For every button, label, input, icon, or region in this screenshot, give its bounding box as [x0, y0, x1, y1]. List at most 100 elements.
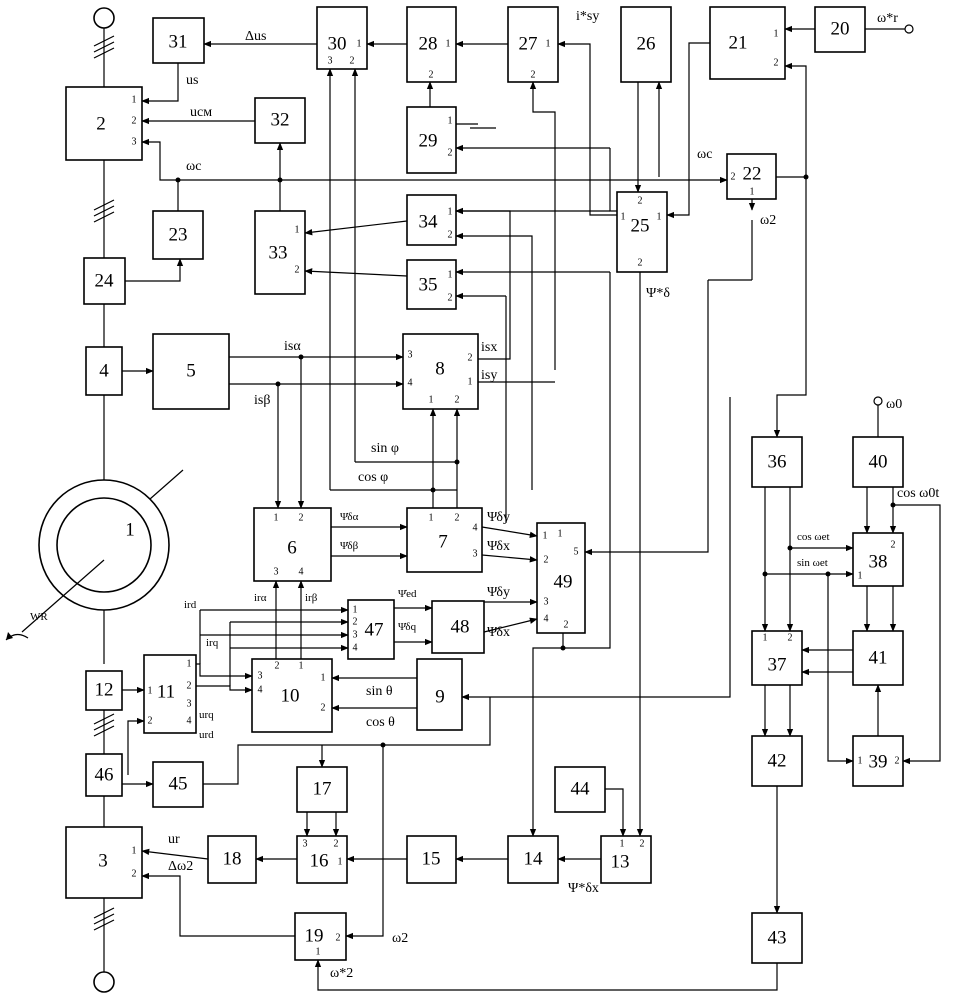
svg-text:1: 1 [429, 395, 434, 406]
svg-text:4: 4 [258, 685, 263, 696]
isx-label: isx [481, 340, 497, 355]
svg-text:49: 49 [554, 572, 573, 593]
svg-text:2: 2 [455, 395, 460, 406]
cos-w0t-label: cos ω0t [897, 486, 939, 501]
svg-text:38: 38 [869, 552, 888, 573]
svg-text:5: 5 [574, 547, 579, 558]
svg-text:39: 39 [869, 752, 888, 773]
block-17: 17 [297, 767, 347, 812]
svg-text:1: 1 [429, 513, 434, 524]
block-2: 2 123 [66, 87, 142, 160]
block-37: 37 1 2 [752, 631, 802, 685]
irq-label: irq [206, 637, 219, 649]
svg-text:2: 2 [448, 230, 453, 241]
svg-text:16: 16 [310, 851, 329, 872]
svg-text:1: 1 [657, 212, 662, 223]
svg-text:1: 1 [858, 756, 863, 767]
svg-text:1: 1 [446, 39, 451, 50]
svg-text:12: 12 [95, 680, 114, 701]
svg-text:1: 1 [543, 531, 548, 542]
svg-text:37: 37 [768, 655, 787, 676]
svg-text:1: 1 [558, 529, 563, 540]
sin-phi-label: sin φ [371, 441, 399, 456]
svg-text:47: 47 [365, 620, 384, 641]
svg-text:2: 2 [448, 148, 453, 159]
svg-text:2: 2 [638, 196, 643, 207]
svg-text:46: 46 [95, 765, 114, 786]
block-7: 7 1243 [407, 508, 482, 572]
svg-text:22: 22 [743, 164, 762, 185]
psi-dx-label-48: Ψδx [487, 625, 510, 640]
svg-text:1: 1 [448, 116, 453, 127]
svg-text:1: 1 [448, 207, 453, 218]
svg-text:1: 1 [295, 225, 300, 236]
cos-phi-label: cos φ [358, 470, 388, 485]
top-terminal-icon [94, 8, 114, 28]
block-20: 20 [815, 7, 865, 52]
svg-text:1: 1 [338, 857, 343, 868]
cos-theta-label: cos θ [366, 715, 395, 730]
psi-dot-alpha-label: Ψ̇δα [340, 511, 359, 523]
svg-text:2: 2 [788, 633, 793, 644]
delta-omega2-label: Δω2 [168, 859, 193, 874]
svg-text:48: 48 [451, 617, 470, 638]
block-19: 19 21 [295, 913, 346, 960]
block-24: 24 [84, 258, 125, 304]
block-15: 15 [407, 836, 456, 883]
svg-text:14: 14 [524, 849, 544, 870]
omega-0-label: ω0 [886, 397, 902, 412]
svg-text:2: 2 [334, 839, 339, 850]
block-27: 27 12 [508, 7, 558, 82]
svg-text:4: 4 [408, 378, 413, 389]
cos-wet-label: cos ωet [797, 531, 830, 543]
isa-label: isα [284, 339, 301, 354]
svg-text:13: 13 [611, 852, 630, 873]
block-34: 34 12 [407, 195, 456, 245]
svg-text:24: 24 [95, 271, 115, 292]
svg-text:42: 42 [768, 751, 787, 772]
svg-text:2: 2 [321, 703, 326, 714]
svg-text:2: 2 [891, 540, 896, 551]
block-48: 48 [432, 601, 484, 653]
psi-dy-label-7: Ψδy [487, 510, 510, 525]
svg-text:9: 9 [435, 687, 445, 708]
svg-text:36: 36 [768, 452, 787, 473]
block-21: 21 12 [710, 7, 785, 79]
block-4: 4 [86, 347, 122, 395]
svg-text:18: 18 [223, 849, 242, 870]
svg-text:1: 1 [274, 513, 279, 524]
svg-text:1: 1 [858, 571, 863, 582]
block-1-label: 1 [125, 520, 135, 541]
wr-label: WR [30, 611, 48, 623]
block-12: 12 [86, 671, 122, 710]
omega-r-ref-label: ω*r [877, 11, 898, 26]
block-31: 31 [153, 18, 204, 63]
block-23: 23 [153, 211, 203, 259]
block-35: 35 12 [407, 260, 456, 309]
ira-label: irα [254, 592, 267, 604]
svg-text:1: 1 [299, 661, 304, 672]
block-41: 41 [853, 631, 903, 685]
block-47: 47 1234 [348, 600, 394, 659]
svg-text:2: 2 [640, 839, 645, 850]
svg-text:1: 1 [353, 605, 358, 616]
svg-text:1: 1 [621, 212, 626, 223]
block-13: 13 12 [601, 836, 651, 883]
svg-text:1: 1 [763, 633, 768, 644]
svg-text:1: 1 [187, 659, 192, 670]
svg-text:31: 31 [169, 32, 188, 53]
svg-text:23: 23 [169, 225, 188, 246]
block-49: 49 1123452 [537, 523, 585, 633]
urd-label: urd [199, 729, 214, 741]
svg-text:1: 1 [750, 187, 755, 198]
svg-text:40: 40 [869, 452, 888, 473]
block-26: 26 [621, 7, 671, 82]
svg-text:2: 2 [731, 172, 736, 183]
svg-text:10: 10 [281, 686, 300, 707]
svg-text:25: 25 [631, 216, 650, 237]
block-42: 42 [752, 736, 802, 786]
svg-text:1: 1 [321, 673, 326, 684]
urq-label: urq [199, 709, 214, 721]
delta-us-label: Δus [245, 29, 266, 44]
